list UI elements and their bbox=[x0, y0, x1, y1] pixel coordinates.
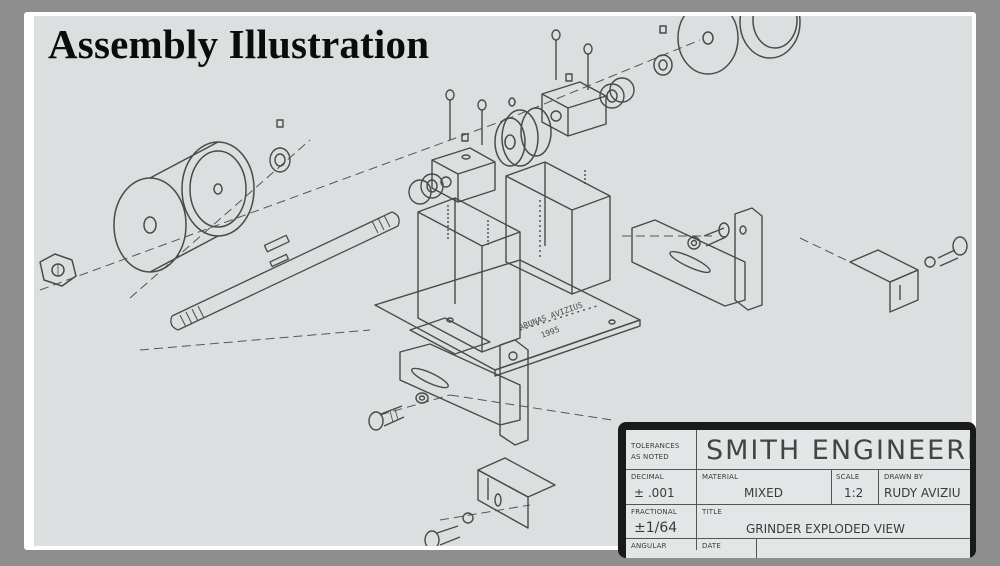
tb-divider bbox=[831, 469, 832, 504]
material-value: MIXED bbox=[744, 486, 783, 500]
title-block-table: TOLERANCES AS NOTED SMITH ENGINEERIN DEC… bbox=[626, 430, 970, 558]
right-pulleys bbox=[653, 16, 801, 76]
right-collar bbox=[599, 77, 635, 109]
right-tool-rest bbox=[631, 207, 763, 311]
bottom-angle-bracket bbox=[424, 457, 556, 546]
bearing-collar bbox=[408, 173, 444, 205]
base-plate bbox=[374, 259, 641, 377]
left-pulley bbox=[113, 141, 255, 273]
tb-divider bbox=[626, 469, 970, 470]
angular-label: ANGULAR bbox=[631, 542, 667, 550]
tb-divider bbox=[756, 538, 757, 558]
left-bearing-block bbox=[431, 89, 496, 203]
drawn-by-label: DRAWN BY bbox=[884, 473, 924, 481]
signature-year: 1995 bbox=[540, 325, 561, 340]
title-label: TITLE bbox=[702, 508, 722, 516]
front-bolt bbox=[368, 405, 405, 431]
tb-divider bbox=[626, 538, 970, 539]
hex-nut bbox=[39, 253, 77, 287]
tb-divider bbox=[626, 504, 970, 505]
tb-divider bbox=[878, 469, 879, 504]
fractional-label: FRACTIONAL bbox=[631, 508, 677, 516]
right-angle-bracket bbox=[849, 236, 968, 313]
tb-divider bbox=[696, 430, 697, 550]
date-label: DATE bbox=[702, 542, 722, 550]
drawing-title-block: TOLERANCES AS NOTED SMITH ENGINEERIN DEC… bbox=[618, 422, 976, 558]
grinder-shaft bbox=[170, 211, 400, 331]
fractional-value: ±1/64 bbox=[634, 520, 678, 536]
drawn-by-value: RUDY AVIZIU bbox=[884, 486, 961, 500]
right-bearing-block bbox=[541, 29, 607, 137]
center-pulley bbox=[494, 97, 552, 167]
scale-value: 1:2 bbox=[844, 486, 864, 500]
decimal-label: DECIMAL bbox=[631, 473, 664, 481]
shaft-collar bbox=[269, 119, 291, 173]
tolerances-note: AS NOTED bbox=[631, 453, 669, 461]
maker-signature: ARUNAS AVIZIUS 1995 bbox=[518, 300, 585, 340]
housing-uprights bbox=[417, 161, 611, 353]
exploded-view-drawing: ARUNAS AVIZIUS 1995 bbox=[39, 16, 968, 546]
company-name: SMITH ENGINEERIN bbox=[706, 435, 970, 466]
page-title: Assembly Illustration bbox=[48, 21, 430, 67]
drawing-title-value: GRINDER EXPLODED VIEW bbox=[746, 522, 905, 536]
front-tool-rest bbox=[399, 339, 529, 446]
decimal-value: ± .001 bbox=[634, 486, 675, 500]
material-label: MATERIAL bbox=[702, 473, 739, 481]
tolerances-label: TOLERANCES bbox=[631, 442, 680, 450]
scale-label: SCALE bbox=[836, 473, 860, 481]
